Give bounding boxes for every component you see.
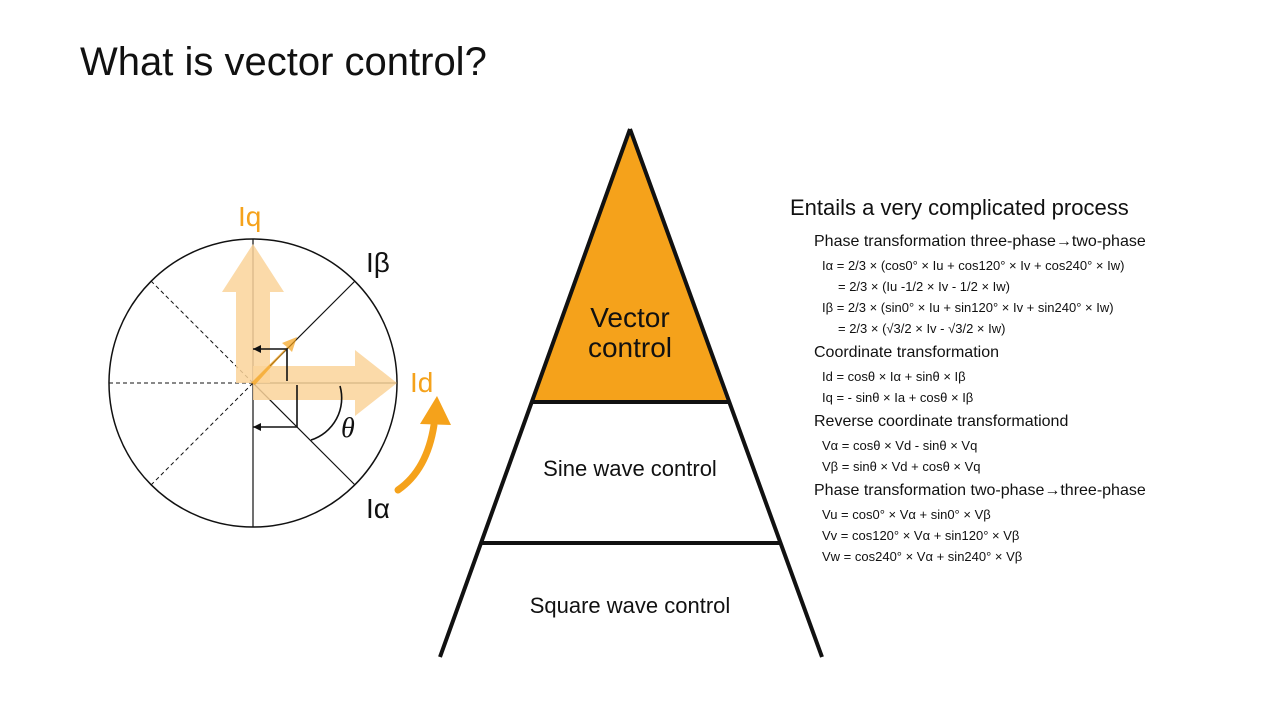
tier-vector-control-line2: control (588, 332, 672, 363)
formula-line: Iβ = 2/3 × (sin0° × Iu + sin120° × Iv + … (822, 300, 1114, 315)
section-title: Phase transformation three-phase→two-pha… (814, 233, 1146, 250)
label-ialpha: Iα (366, 493, 390, 524)
tier-square-wave-control: Square wave control (530, 593, 731, 618)
formula-line: = 2/3 × (√3/2 × Iv - √3/2 × Iw) (838, 321, 1006, 336)
rotation-arrow (394, 421, 438, 494)
rotation-arrow-head (420, 396, 451, 425)
section-three-to-two-phase: Phase transformation three-phase→two-pha… (814, 233, 1260, 339)
pyramid-right-edge (628, 128, 824, 658)
label-ibeta: Iβ (366, 247, 390, 278)
formula-line: Vw = cos240° × Vα + sin240° × Vβ (822, 549, 1023, 564)
section-two-to-three-phase: Phase transformation two-phase→three-pha… (814, 482, 1260, 567)
formula-line: Vβ = sinθ × Vd + cosθ × Vq (822, 459, 981, 474)
formula-line: Iq = - sinθ × Ia + cosθ × Iβ (822, 390, 974, 405)
control-pyramid: Vector control Sine wave control Square … (438, 128, 824, 658)
dashed-axis-diagonal-lower-left (150, 382, 254, 486)
tier-vector-control-line1: Vector (590, 302, 669, 333)
section-coordinate-transformation: Coordinate transformation Id = cosθ × Iα… (814, 344, 1260, 408)
theta-arc (310, 385, 343, 441)
projection-bracket-upper (253, 348, 288, 381)
label-id: Id (410, 367, 433, 398)
projection-arrow-upper (253, 345, 261, 353)
slide-title: What is vector control? (80, 40, 487, 84)
process-panel: Entails a very complicated process Phase… (790, 195, 1260, 567)
section-title: Reverse coordinate transformationd (814, 413, 1069, 430)
tier-sine-wave-control: Sine wave control (543, 456, 717, 481)
section-reverse-coordinate-transformation: Reverse coordinate transformationd Vα = … (814, 413, 1260, 477)
projection-bracket-lower (253, 385, 298, 428)
formula-line: Vα = cosθ × Vd - sinθ × Vq (822, 438, 978, 453)
section-title: Coordinate transformation (814, 344, 999, 361)
vector-diagram: Iq Id Iβ Iα θ (108, 201, 451, 528)
formula-line: Vu = cos0° × Vα + sin0° × Vβ (822, 507, 991, 522)
projection-arrow-lower (253, 423, 261, 431)
section-title: Phase transformation two-phase→three-pha… (814, 482, 1146, 499)
formula-line: Vv = cos120° × Vα + sin120° × Vβ (822, 528, 1020, 543)
pyramid-left-edge (438, 128, 632, 658)
label-theta: θ (341, 413, 355, 444)
process-heading: Entails a very complicated process (790, 195, 1129, 220)
pyramid-tier-vector-control (533, 129, 727, 402)
label-iq: Iq (238, 201, 261, 232)
formula-line: = 2/3 × (Iu -1/2 × Iv - 1/2 × Iw) (838, 279, 1010, 294)
formula-line: Iα = 2/3 × (cos0° × Iu + cos120° × Iv + … (822, 258, 1125, 273)
formula-line: Id = cosθ × Iα + sinθ × Iβ (822, 369, 966, 384)
id-arrow (253, 350, 397, 416)
